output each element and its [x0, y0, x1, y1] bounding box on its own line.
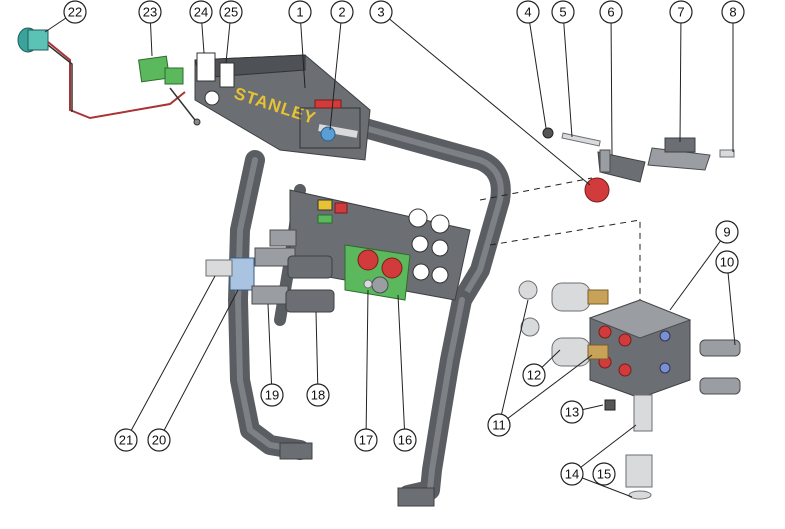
svg-text:1: 1 [296, 5, 303, 20]
lever-knob [320, 126, 336, 142]
ce-badge [196, 52, 216, 82]
svg-text:23: 23 [143, 5, 157, 20]
callout-1: 1 [288, 0, 312, 24]
svg-text:19: 19 [265, 388, 279, 403]
flow-block [229, 257, 255, 291]
svg-text:12: 12 [527, 368, 541, 383]
callout-11: 11 [487, 413, 511, 437]
callout-22: 22 [63, 0, 87, 24]
callout-8: 8 [721, 0, 745, 24]
power-socket-assembly [17, 27, 201, 126]
svg-text:7: 7 [677, 5, 684, 20]
svg-text:5: 5 [559, 5, 566, 20]
svg-text:11: 11 [492, 418, 506, 433]
brand-plate: STANLEY [194, 52, 371, 161]
svg-text:6: 6 [607, 5, 614, 20]
svg-text:22: 22 [68, 5, 82, 20]
svg-text:4: 4 [524, 5, 531, 20]
callout-19: 19 [260, 383, 284, 407]
callout-23: 23 [138, 0, 162, 24]
callout-15: 15 [592, 462, 616, 486]
callout-labels: 22 23 24 25 1 2 3 4 5 6 7 8 9 10 11 12 1… [63, 0, 745, 486]
top-right-hardware [542, 127, 735, 203]
callout-24: 24 [189, 0, 213, 24]
svg-text:17: 17 [359, 433, 373, 448]
svg-text:9: 9 [723, 225, 730, 240]
callout-12: 12 [522, 363, 546, 387]
svg-text:20: 20 [152, 433, 166, 448]
left-couplers [205, 229, 373, 313]
svg-text:15: 15 [597, 467, 611, 482]
svg-text:14: 14 [565, 467, 579, 482]
red-knob [584, 177, 610, 203]
callout-17: 17 [354, 428, 378, 452]
warning-badge [219, 62, 235, 88]
left-foot-plate [279, 442, 313, 460]
callout-6: 6 [599, 0, 623, 24]
callout-9: 9 [715, 220, 739, 244]
svg-text:8: 8 [729, 5, 736, 20]
svg-text:13: 13 [565, 405, 579, 420]
callout-3: 3 [369, 0, 393, 24]
manifold-assembly [518, 280, 741, 500]
green-plug [138, 55, 170, 83]
svg-text:25: 25 [224, 5, 238, 20]
svg-text:3: 3 [377, 5, 384, 20]
svg-text:16: 16 [398, 433, 412, 448]
svg-text:18: 18 [311, 388, 325, 403]
svg-text:10: 10 [720, 255, 734, 270]
callout-5: 5 [551, 0, 575, 24]
callout-13: 13 [560, 400, 584, 424]
right-foot-plate [397, 487, 435, 507]
callout-4: 4 [516, 0, 540, 24]
control-panel-plate [289, 189, 471, 301]
callout-25: 25 [219, 0, 243, 24]
callout-7: 7 [669, 0, 693, 24]
callout-20: 20 [147, 428, 171, 452]
callout-21: 21 [114, 428, 138, 452]
svg-text:21: 21 [119, 433, 133, 448]
svg-text:2: 2 [338, 5, 345, 20]
callout-10: 10 [715, 250, 739, 274]
callout-14: 14 [560, 462, 584, 486]
callout-18: 18 [306, 383, 330, 407]
svg-text:24: 24 [194, 5, 208, 20]
callout-2: 2 [330, 0, 354, 24]
callout-16: 16 [393, 428, 417, 452]
main-frame [228, 100, 511, 507]
